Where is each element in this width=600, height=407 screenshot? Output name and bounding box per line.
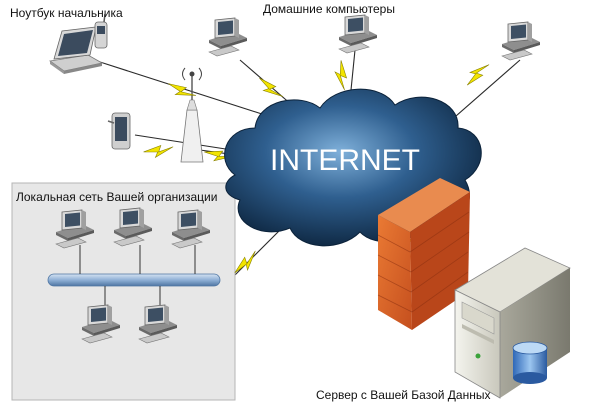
server-label: Сервер с Вашей Базой Данных — [316, 388, 491, 402]
wireless-antenna-icon — [180, 67, 204, 163]
laptop-icon — [48, 26, 104, 74]
pda-icon — [107, 112, 131, 150]
server-icon — [454, 247, 571, 399]
home-computers-label: Домашние компьютеры — [263, 2, 395, 16]
home-computers — [208, 14, 541, 61]
desktop-computer-icon — [338, 14, 378, 54]
mobile-phone-icon — [94, 13, 108, 49]
lan-label: Локальная сеть Вашей организации — [16, 190, 218, 204]
boss-laptop-label: Ноутбук начальника — [10, 6, 123, 20]
internet-label: INTERNET — [270, 144, 420, 177]
desktop-computer-icon — [501, 21, 541, 61]
lan-bus — [47, 245, 221, 305]
desktop-computer-icon — [208, 17, 248, 57]
database-icon — [512, 341, 548, 384]
